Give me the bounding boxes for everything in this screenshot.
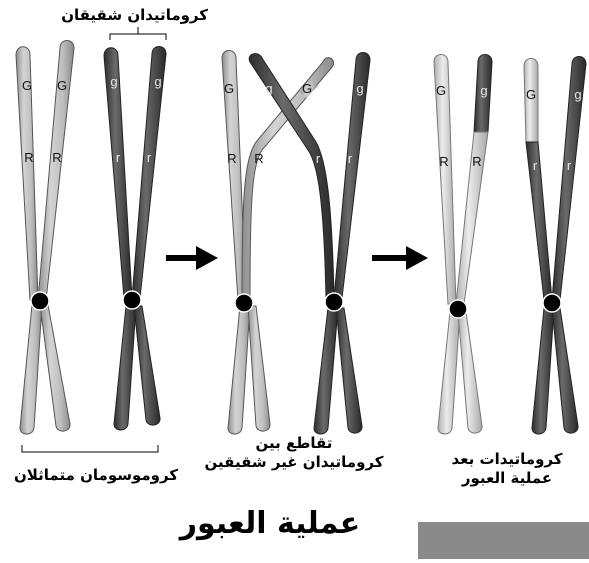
allele-r: r (147, 150, 152, 165)
crossing-label-line1: تقاطع بين (204, 434, 384, 453)
allele-R: R (24, 150, 33, 165)
allele-R: R (439, 154, 448, 169)
allele-G: G (22, 78, 32, 93)
allele-r: r (116, 150, 121, 165)
crossing-label: تقاطع بين كروماتيدان غير شقيقين (204, 434, 384, 472)
arrow-right-icon (372, 246, 428, 270)
allele-R: R (227, 151, 236, 166)
chromosome-recombinant-dark (524, 57, 586, 435)
allele-r: r (533, 158, 538, 173)
allele-R: R (254, 151, 263, 166)
after-crossing-label: كروماتيدات بعد عملية العبور (432, 450, 582, 488)
allele-R: R (472, 154, 481, 169)
allele-g: g (356, 81, 363, 96)
page-title: عملية العبور (170, 505, 370, 543)
allele-g: g (574, 87, 581, 102)
chromosome-dark-1 (104, 47, 166, 431)
centromere (325, 293, 343, 311)
allele-G: G (302, 81, 312, 96)
centromere (235, 294, 253, 312)
centromere (449, 300, 467, 318)
chromosome-light-2 (222, 51, 334, 435)
allele-g: g (110, 74, 117, 89)
allele-G: G (436, 83, 446, 98)
centromere (543, 294, 561, 312)
allele-g: g (154, 74, 161, 89)
sister-chromatids-label: كروماتيدان شقيقان (68, 6, 208, 25)
after-crossing-label-line1: كروماتيدات بعد (432, 450, 582, 469)
allele-G: G (526, 87, 536, 102)
homolog-bracket (22, 445, 158, 452)
chromosome-recombinant-light (434, 55, 492, 435)
allele-R: R (52, 150, 61, 165)
centromere (31, 292, 49, 310)
allele-r: r (316, 151, 321, 166)
sister-bracket (110, 34, 166, 40)
allele-g: g (265, 81, 272, 96)
crossing-label-line2: كروماتيدان غير شقيقين (204, 453, 384, 472)
allele-G: G (57, 78, 67, 93)
homologous-chromosomes-label: كروموسومان متماثلان (6, 466, 186, 485)
chromosome-dark-2 (249, 53, 370, 435)
allele-g: g (480, 83, 487, 98)
centromere (123, 291, 141, 309)
after-crossing-label-line2: عملية العبور (432, 469, 582, 488)
gray-bar (418, 522, 589, 559)
arrow-right-icon (166, 246, 218, 270)
allele-r: r (348, 151, 353, 166)
chromosome-light-1 (16, 41, 74, 435)
allele-G: G (224, 81, 234, 96)
allele-r: r (567, 158, 572, 173)
